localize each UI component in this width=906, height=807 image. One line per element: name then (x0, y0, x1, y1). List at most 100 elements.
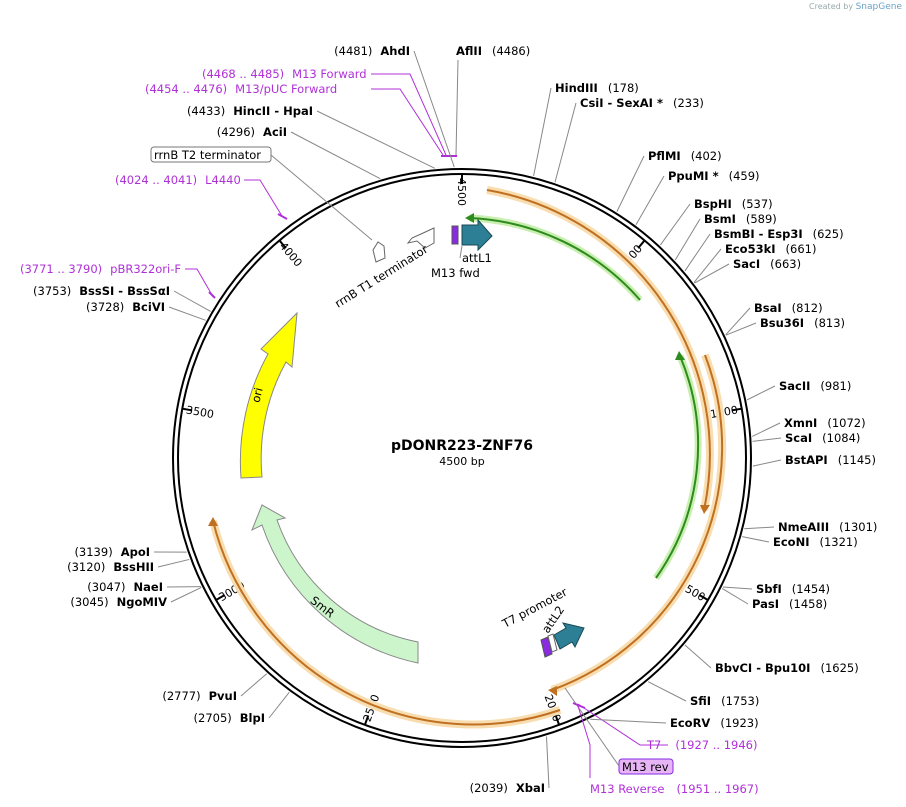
svg-text:Eco53kI(661): Eco53kI(661) (725, 242, 816, 256)
rrnb-t1-arrow[interactable] (406, 227, 435, 249)
primer-m13-reverse[interactable]: M13 Reverse(1951 .. 1967) (590, 782, 759, 796)
enzyme-ahdi[interactable]: (4481)AhdI (334, 44, 455, 168)
enzyme-pos: (625) (813, 227, 844, 241)
svg-text:AflII(4486): AflII(4486) (456, 44, 530, 58)
enzyme-bsphi[interactable]: BspHI(537) (659, 197, 773, 246)
enzyme-pos: (3753) (33, 284, 71, 298)
enzyme-pos: (1625) (820, 661, 858, 675)
primer-pbr322ori-f[interactable]: (3771 .. 3790)pBR322ori-F (20, 262, 181, 276)
enzyme-name: BciVI (132, 300, 165, 314)
enzyme-pasi[interactable]: PasI(1458) (721, 588, 827, 611)
enzyme-name: NgoMIV (117, 595, 167, 609)
enzyme-name: EcoRV (670, 716, 710, 730)
attl2-feature[interactable] (553, 622, 585, 650)
enzyme-pvui[interactable]: (2777)PvuI (162, 673, 268, 703)
enzyme-nmeaiii[interactable]: NmeAIII(1301) (744, 520, 877, 534)
enzyme-name: BssHII (113, 560, 154, 574)
primer-m13-puc-forward[interactable]: (4454 .. 4476)M13/pUC Forward (145, 82, 337, 96)
enzyme-bstapi[interactable]: BstAPI(1145) (752, 453, 876, 467)
enzyme-bsai[interactable]: BsaI (812) (725, 301, 823, 336)
enzyme-xbai[interactable]: (2039)XbaI (470, 736, 550, 795)
enzyme-bsmbi[interactable]: BsmBI - Esp3I (625) (684, 227, 844, 272)
enzyme-ppumi[interactable]: PpuMI *(459) (635, 169, 760, 225)
tick-2000 (554, 715, 561, 726)
attl1-feature[interactable] (461, 218, 493, 252)
svg-text:PasI(1458): PasI(1458) (752, 597, 827, 611)
rrnb-t2-box[interactable] (150, 146, 272, 163)
aflii-pos: (4486) (492, 44, 530, 58)
enzyme-name: CsiI - SexAI * (580, 96, 663, 110)
enzyme-name: BlpI (240, 711, 265, 725)
enzyme-pos: (981) (820, 379, 851, 393)
m13-rev-box[interactable] (618, 758, 674, 775)
enzyme-bsssi[interactable]: (3753)BssSI - BssSαI (33, 284, 211, 312)
primer-m13-forward[interactable]: (4468 .. 4485)M13 Forward (202, 67, 367, 81)
enzyme-name: BsaI (754, 301, 782, 315)
orf-green-right[interactable] (653, 351, 702, 581)
enzyme-econi[interactable]: EcoNI(1321) (742, 535, 858, 549)
enzyme-pos: (402) (691, 149, 722, 163)
enzyme-blpi[interactable]: (2705)BlpI (194, 691, 290, 725)
enzyme-name: HindIII (555, 81, 598, 95)
enzyme-name: SbfI (756, 582, 782, 596)
t7-promoter-feature[interactable] (540, 636, 553, 658)
m13-rev-glyph[interactable] (547, 633, 558, 653)
enzyme-bbvci[interactable]: BbvCI - Bpu10I(1625) (684, 644, 859, 675)
orf-green-top[interactable] (465, 213, 643, 303)
plasmid-length: 4500 bp (439, 455, 484, 468)
enzyme-eco53ki[interactable]: Eco53kI(661) (693, 242, 816, 283)
orf-orange-outer[interactable] (486, 186, 714, 514)
tick-500 (637, 239, 646, 249)
enzyme-sacii[interactable]: SacII(981) (746, 379, 851, 401)
enzyme-ngomiv[interactable]: (3045)NgoMIV (70, 586, 202, 609)
enzyme-sbfi[interactable]: SbfI(1454) (722, 582, 830, 596)
svg-text:SfiI(1753): SfiI(1753) (690, 694, 759, 708)
enzyme-bsu36i[interactable]: Bsu36I (813) (725, 316, 845, 336)
smr-feature[interactable] (251, 504, 419, 664)
enzyme-bsmi[interactable]: BsmI(589) (674, 212, 777, 261)
enzyme-pos: (1301) (839, 520, 877, 534)
enzyme-acii[interactable]: (4296)AciI (217, 125, 381, 180)
orf-orange-inner[interactable] (548, 353, 727, 696)
svg-text:BsmI(589): BsmI(589) (704, 212, 777, 226)
rrnb-t2-arrow[interactable] (372, 241, 386, 263)
tick-label-3500: 3500 (185, 403, 215, 421)
enzyme-apoi[interactable]: (3139)ApoI (74, 545, 187, 559)
m13-fwd-feature[interactable] (451, 225, 459, 245)
primer-t7[interactable]: T7(1927 .. 1946) (646, 738, 757, 752)
enzyme-hincii[interactable]: (4433)HincII - HpaI (187, 104, 436, 169)
orf-orange-left[interactable] (208, 517, 562, 729)
enzyme-pos: (813) (814, 316, 845, 330)
enzyme-bsshii[interactable]: (3120)BssHII (67, 558, 190, 574)
enzyme-name: SfiI (690, 694, 711, 708)
primer-l4440[interactable]: (4024 .. 4041)L4440 (115, 173, 241, 187)
enzyme-name: ScaI (785, 431, 812, 445)
enzyme-name: BstAPI (785, 453, 828, 467)
enzyme-pos: (812) (792, 301, 823, 315)
svg-text:NmeAIII(1301): NmeAIII(1301) (778, 520, 877, 534)
m13-rev-leader (564, 687, 620, 767)
m13-reverse-name: M13 Reverse (590, 782, 664, 796)
enzyme-name: Bsu36I (760, 316, 804, 330)
ori-feature[interactable] (239, 311, 298, 479)
enzyme-sfii[interactable]: SfiI(1753) (647, 681, 759, 708)
snapgene-logo: SnapGene (855, 2, 902, 12)
enzyme-xmni[interactable]: XmnI(1072) (751, 416, 866, 437)
enzyme-pos: (661) (786, 242, 817, 256)
svg-text:(3045)NgoMIV: (3045)NgoMIV (70, 595, 167, 609)
svg-text:(4296)AciI: (4296)AciI (217, 125, 287, 139)
enzyme-scai[interactable]: ScaI(1084) (752, 431, 861, 445)
enzyme-saci[interactable]: SacI(663) (694, 257, 802, 284)
svg-text:CsiI - SexAI *(233): CsiI - SexAI *(233) (580, 96, 704, 110)
enzyme-name: BsmBI - Esp3I (714, 227, 803, 241)
enzyme-pos: (1923) (720, 716, 758, 730)
enzyme-csii[interactable]: CsiI - SexAI *(233) (554, 96, 704, 183)
enzyme-bcivi[interactable]: (3728)BciVI (86, 300, 206, 321)
enzyme-aflii[interactable]: AflII(4486) (455, 44, 530, 156)
enzyme-ecorv[interactable]: EcoRV (1923) (590, 716, 759, 730)
enzyme-hindiii[interactable]: HindIII(178) (533, 81, 639, 177)
snapgene-credit: Created by SnapGene (809, 2, 902, 12)
enzyme-pflmi[interactable]: PflMI(402) (616, 149, 722, 212)
enzyme-naei[interactable]: (3047)NaeI (87, 580, 201, 594)
